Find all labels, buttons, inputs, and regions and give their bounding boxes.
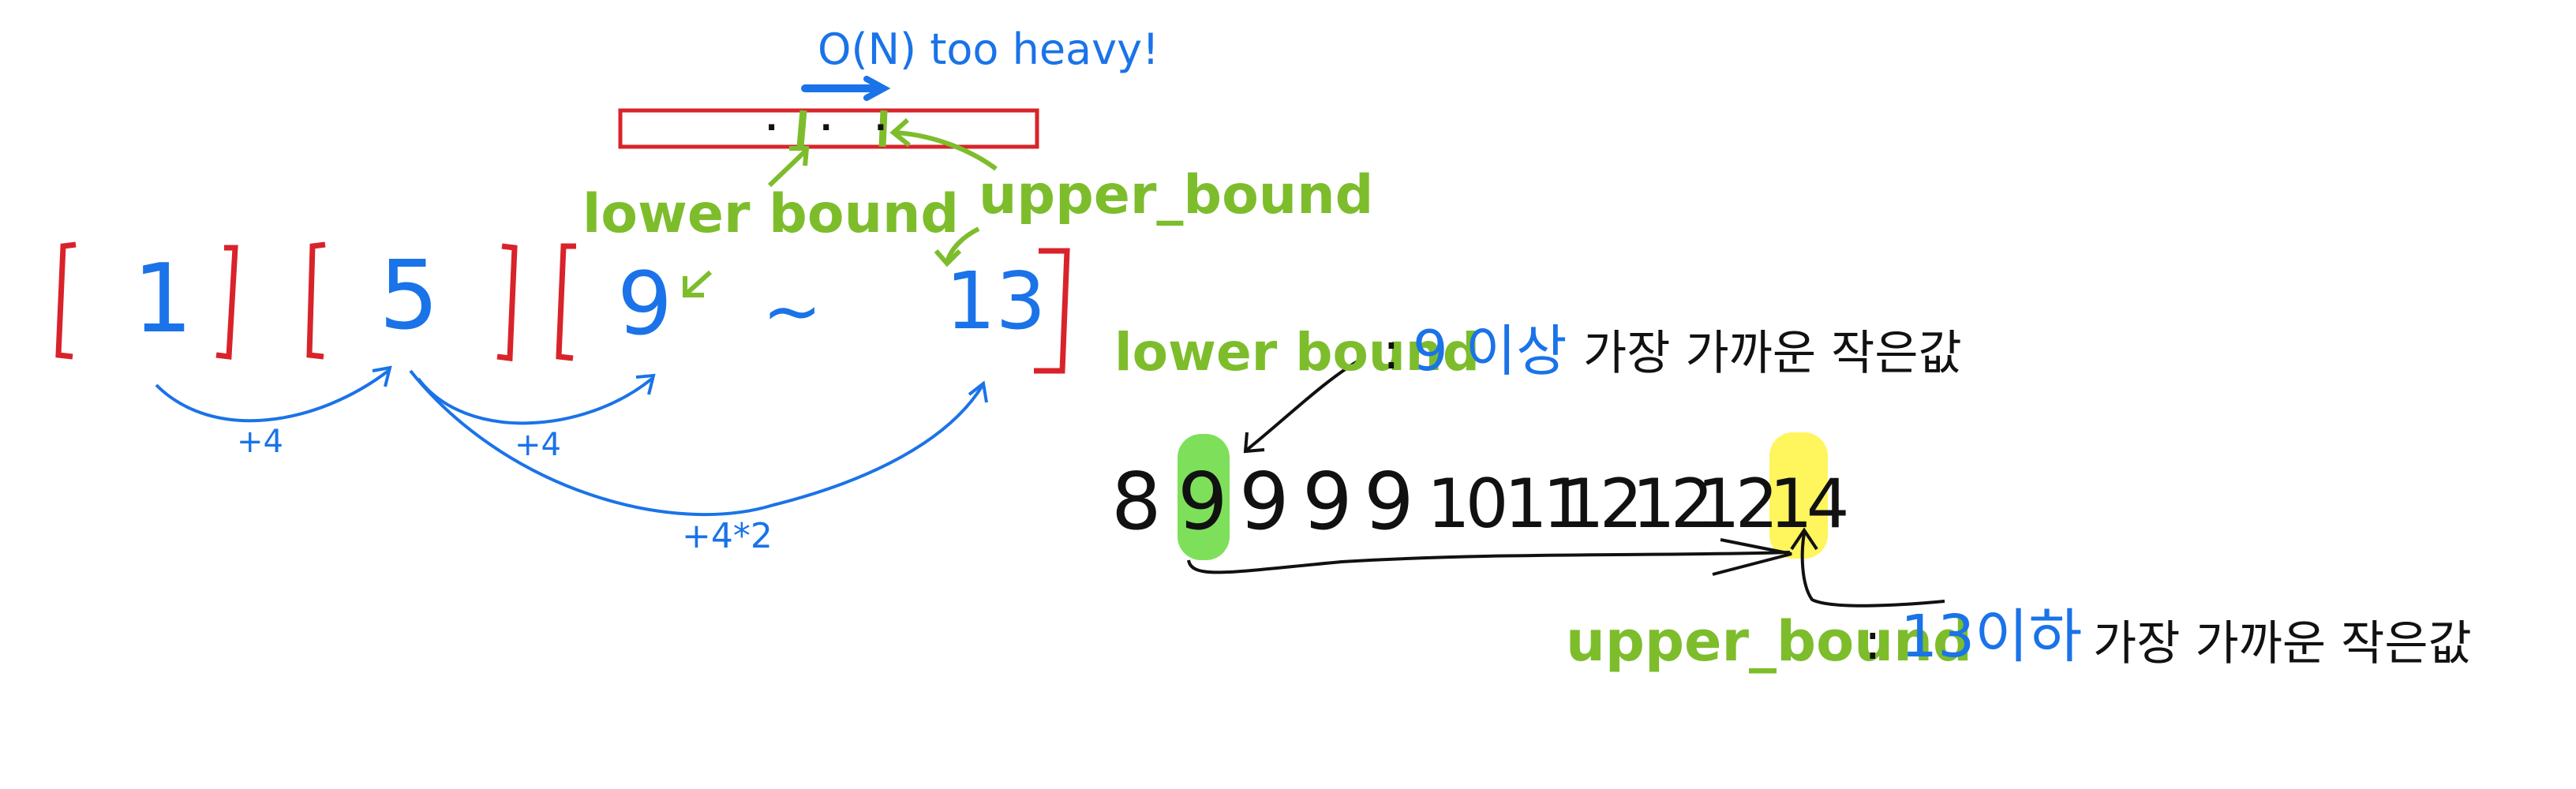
value-5: 5 <box>379 241 440 351</box>
seq-item: 9 <box>1302 455 1353 548</box>
upper-bound-highlight <box>1769 432 1828 559</box>
lower-bound-highlight <box>1178 434 1230 560</box>
arrow-5-to-13-head <box>968 380 988 403</box>
lower-bound-top-label: lower bound <box>582 183 960 245</box>
seq-item: 9 <box>1239 455 1290 548</box>
bracket-close-1 <box>215 245 238 360</box>
arrow-5-to-9-head <box>635 373 656 395</box>
seq-item: 12 <box>1697 465 1778 544</box>
upper-bound-value: 13이하 <box>1900 603 2083 671</box>
nine-green-arrow <box>684 270 713 296</box>
arrow-1-to-5 <box>155 369 390 423</box>
upper-bound-key: upper_bound <box>1566 609 1973 674</box>
value-13: 13 <box>945 255 1046 347</box>
step-label-3: +4*2 <box>682 516 773 556</box>
upper-bound-desc: 가장 가까운 작은값 <box>2093 616 2472 671</box>
lower-bound-colon: : <box>1383 323 1400 381</box>
lower-bound-pointer-head <box>789 146 810 166</box>
lower-marker <box>796 110 807 148</box>
thirteen-green-arrowhead <box>934 249 962 267</box>
arrow-1-to-5-head <box>372 365 392 387</box>
bracket-open-2 <box>306 241 326 360</box>
upper-bound-top-label: upper_bound <box>979 164 1374 226</box>
lower-bound-desc: 가장 가까운 작은값 <box>1583 326 1962 381</box>
array-box <box>618 108 1039 149</box>
sweep-arrowhead <box>1712 538 1792 576</box>
lower-bound-key: lower bound <box>1114 322 1481 383</box>
array-dots: . . . <box>766 102 903 138</box>
seq-item-upper-bound: 14 <box>1769 465 1849 544</box>
bracket-close-3 <box>1034 248 1070 374</box>
seq-item: 11 <box>1504 465 1586 544</box>
lower-bound-black-arrow <box>1245 355 1366 451</box>
seq-item: 12 <box>1632 465 1713 544</box>
step-label-1: +4 <box>237 424 283 460</box>
arrow-5-to-9 <box>417 377 653 425</box>
step-label-2: +4 <box>515 427 561 463</box>
value-1: 1 <box>133 245 193 354</box>
lower-bound-black-arrowhead <box>1243 432 1265 454</box>
seq-item: 12 <box>1561 465 1642 544</box>
bracket-open-3 <box>556 243 576 361</box>
seq-item: 9 <box>1364 455 1414 548</box>
upper-bound-black-arrow <box>1800 533 1945 608</box>
value-9: 9 <box>617 253 672 354</box>
seq-item: 8 <box>1111 455 1162 548</box>
bracket-open-1 <box>55 241 77 360</box>
arrow-5-to-13 <box>409 369 983 517</box>
range-tilde: ~ <box>762 270 822 353</box>
upper-marker <box>878 110 888 148</box>
upper-bound-pointer-head <box>889 118 911 148</box>
upper-bound-pointer <box>893 130 998 171</box>
thirteen-green-arrow <box>945 226 980 263</box>
seq-item-lower-bound: 9 <box>1178 455 1228 548</box>
complexity-note: O(N) too heavy! <box>818 24 1159 74</box>
nine-green-arrowhead <box>683 276 704 297</box>
lower-bound-pointer <box>767 148 809 188</box>
bracket-close-2 <box>496 243 518 361</box>
seq-item: 10 <box>1427 465 1508 544</box>
complexity-arrowhead <box>863 76 891 101</box>
sweep-arrow <box>1187 551 1791 574</box>
upper-bound-black-arrowhead <box>1790 527 1818 551</box>
upper-bound-colon: : <box>1864 613 1881 671</box>
lower-bound-value: 9 이상 <box>1413 319 1567 383</box>
